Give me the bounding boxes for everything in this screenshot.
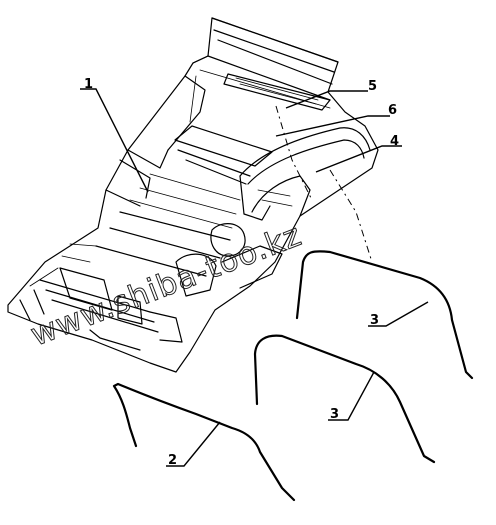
callout-1: 1 [84,77,93,92]
leader-1 [80,88,149,193]
frame-tube-2 [112,382,296,502]
callout-4: 4 [390,134,399,149]
leader-3-upper [368,301,429,327]
leader-5 [285,90,368,109]
frame-tube-3-upper [295,250,474,380]
leader-6 [275,115,390,137]
leader-2 [166,421,221,467]
callout-3-lower: 3 [330,407,339,422]
callout-labels: 1 5 6 4 3 3 2 [84,77,399,468]
frame-tube-3-lower [253,334,436,464]
leader-3-lower [328,371,375,421]
callout-3-upper: 3 [370,313,379,328]
leader-lines [80,88,429,467]
leader-4 [315,145,402,173]
callout-2: 2 [168,453,177,468]
cab-floor-assembly [7,17,379,373]
callout-6: 6 [388,103,397,118]
assembly-guide-lines [275,105,373,263]
watermark-text: www.shiba-too.kz [26,217,307,353]
callout-5: 5 [368,79,377,94]
